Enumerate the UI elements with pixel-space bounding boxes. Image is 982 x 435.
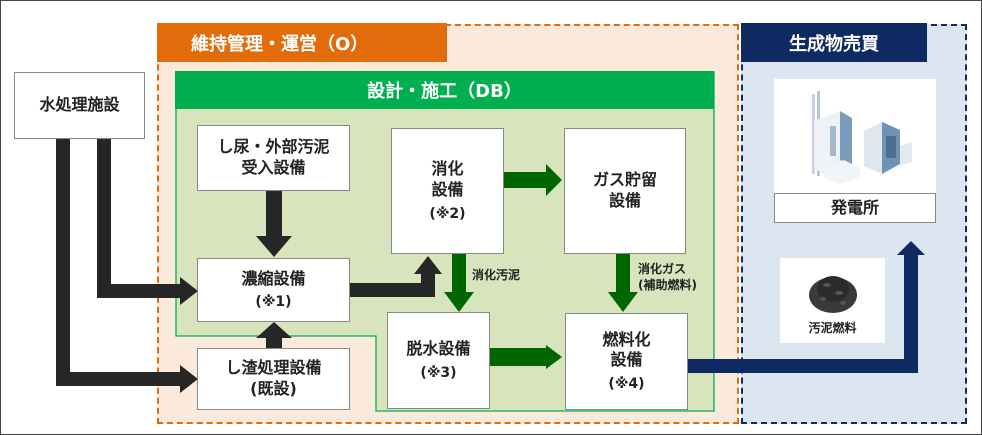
node-label: 設備 bbox=[431, 179, 464, 199]
node-label: 発電所 bbox=[830, 197, 879, 217]
node-note: (※4) bbox=[608, 376, 645, 393]
arrow-water-to-thickening bbox=[97, 138, 198, 305]
flow-label-digestion-gas: 消化ガス (補助燃料) bbox=[638, 262, 697, 293]
node-fuelization: 燃料化 設備 (※4) bbox=[565, 313, 688, 410]
node-note: (※1) bbox=[255, 294, 292, 311]
arrow-digestion-to-gas bbox=[504, 164, 562, 196]
node-label: 濃縮設備 bbox=[241, 268, 306, 288]
arrow-digestion-to-dewatering bbox=[444, 254, 474, 312]
arrow-gas-to-fuelization bbox=[608, 254, 638, 312]
node-water-treatment: 水処理施設 bbox=[14, 72, 145, 139]
node-label: し渣処理設備 bbox=[225, 358, 322, 378]
node-power-plant: 発電所 bbox=[774, 193, 936, 223]
node-receiving: し尿・外部汚泥 受入設備 bbox=[197, 125, 350, 191]
arrow-fuelization-to-power-plant bbox=[688, 241, 925, 373]
node-label: 受入設備 bbox=[241, 158, 306, 177]
node-gas-storage: ガス貯留 設備 bbox=[564, 128, 686, 254]
arrow-thickening-to-digestion bbox=[350, 256, 442, 297]
node-label: 燃料化 bbox=[602, 329, 651, 349]
node-note: (既設) bbox=[250, 379, 297, 398]
sales-region-title: 生成物売買 bbox=[741, 23, 927, 62]
node-thickening: 濃縮設備 (※1) bbox=[197, 258, 350, 322]
node-label: 設備 bbox=[608, 191, 641, 210]
node-label: 設備 bbox=[610, 350, 643, 370]
sludge-fuel-pellets-icon bbox=[808, 276, 857, 313]
node-digestion: 消化 設備 (※2) bbox=[391, 128, 504, 254]
power-plant-icon bbox=[812, 91, 912, 184]
node-label: 水処理施設 bbox=[39, 95, 120, 115]
arrow-receiving-to-thickening bbox=[256, 191, 292, 257]
sludge-fuel-label: 汚泥燃料 bbox=[808, 321, 857, 335]
node-note: (※2) bbox=[429, 205, 466, 222]
node-dewatering: 脱水設備 (※3) bbox=[387, 312, 490, 409]
node-screenings: し渣処理設備 (既設) bbox=[197, 348, 350, 410]
node-note: (※3) bbox=[420, 364, 457, 381]
node-label: し尿・外部汚泥 bbox=[217, 137, 330, 157]
om-region-title: 維持管理・運営（O） bbox=[157, 23, 447, 62]
arrow-dewatering-to-fuelization bbox=[490, 345, 562, 369]
flow-label-text: 消化ガス bbox=[638, 262, 687, 276]
node-label: 脱水設備 bbox=[406, 339, 471, 358]
arrow-water-to-screenings bbox=[56, 138, 198, 393]
node-label: ガス貯留 bbox=[592, 170, 657, 190]
flow-label-digested-sludge: 消化汚泥 bbox=[472, 268, 521, 282]
db-region-title: 設計・施工（DB） bbox=[175, 71, 714, 109]
node-label: 消化 bbox=[431, 159, 464, 179]
sludge-fuel-illustration: 汚泥燃料 bbox=[780, 258, 885, 343]
flow-label-note: (補助燃料) bbox=[638, 277, 697, 292]
power-plant-illustration bbox=[774, 79, 936, 193]
arrow-screenings-to-thickening bbox=[256, 322, 292, 348]
